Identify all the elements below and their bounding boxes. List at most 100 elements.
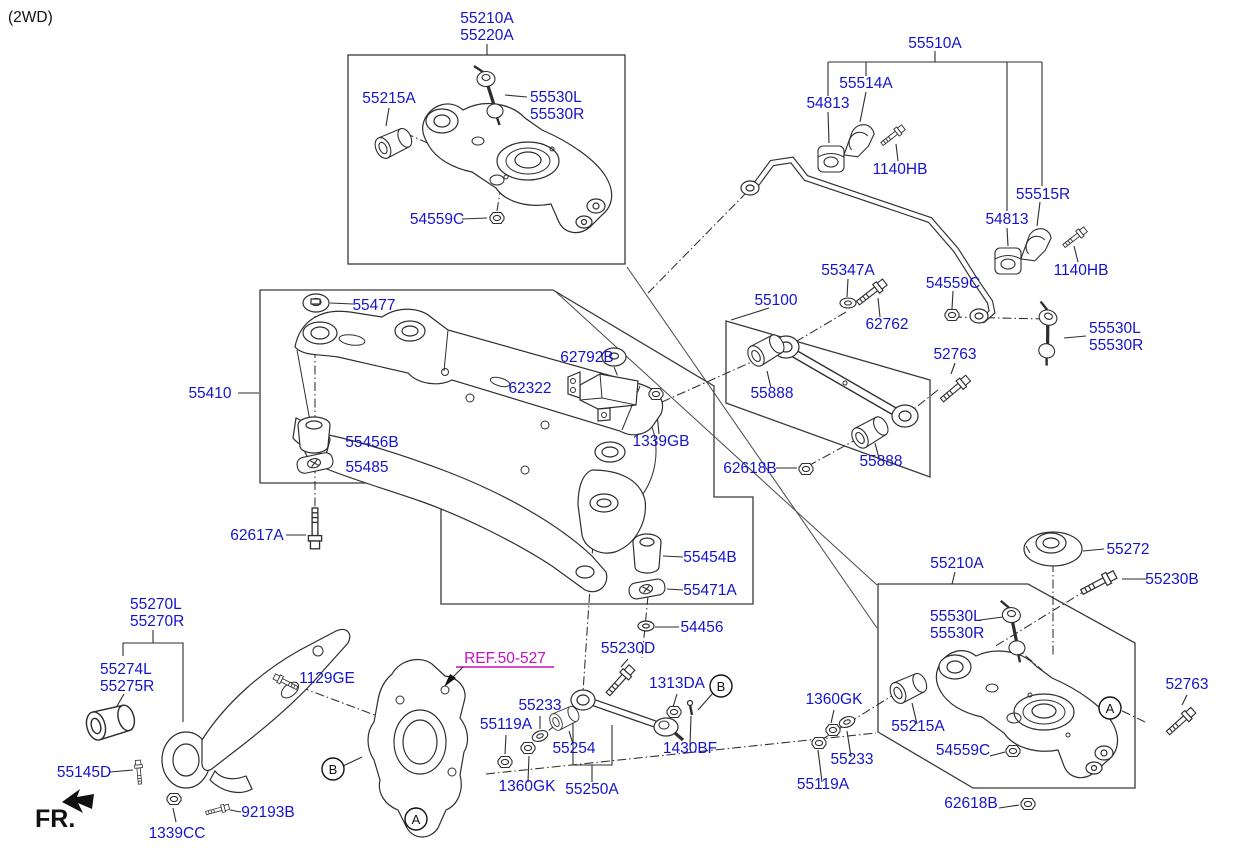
label-55510a[interactable]: 55510A (908, 35, 962, 52)
label-55119a-br[interactable]: 55119A (797, 776, 850, 793)
assist-arm-drawing (772, 335, 919, 428)
nut-62618b-mid (798, 462, 814, 476)
label-55456b[interactable]: 55456B (345, 434, 398, 451)
label-62322[interactable]: 62322 (508, 380, 551, 397)
label-62762[interactable]: 62762 (865, 316, 908, 333)
label-52763-br[interactable]: 52763 (1165, 676, 1208, 693)
assist-arm-detail-box (725, 320, 931, 478)
label-55233-center[interactable]: 55233 (518, 697, 561, 714)
label-54456[interactable]: 54456 (680, 619, 723, 636)
label-55210a-top[interactable]: 55210A (460, 10, 514, 27)
label-54559c-top[interactable]: 54559C (410, 211, 464, 228)
nut-54559c-br (1005, 744, 1021, 758)
ref-arrow-line (451, 666, 464, 679)
upper-arm-drawing (422, 103, 613, 234)
label-52763-mid[interactable]: 52763 (933, 346, 976, 363)
bushing-55215a-br (886, 669, 931, 707)
ref-callout[interactable]: REF.50-527 (444, 650, 554, 687)
label-62792b[interactable]: 62792B (560, 349, 613, 366)
label-54813-left[interactable]: 54813 (806, 95, 849, 112)
bushing-54813-right (994, 247, 1022, 275)
label-1360gk-center[interactable]: 1360GK (499, 778, 557, 795)
label-55215a-top[interactable]: 55215A (362, 90, 416, 107)
bolt-52763-br (1163, 705, 1198, 738)
label-55530r-br[interactable]: 55530R (930, 625, 984, 642)
label-55230b[interactable]: 55230B (1145, 571, 1198, 588)
ref-label[interactable]: REF.50-527 (464, 650, 546, 667)
label-62618b-mid[interactable]: 62618B (723, 460, 776, 477)
nut-55119a-br (811, 736, 827, 750)
label-62618b-br[interactable]: 62618B (944, 795, 997, 812)
label-55100[interactable]: 55100 (754, 292, 797, 309)
nut-1339cc (166, 792, 182, 806)
bushing-55215a-top (371, 124, 416, 162)
label-55530l-top[interactable]: 55530L (530, 89, 582, 106)
label-1140hb-right[interactable]: 1140HB (1054, 262, 1109, 279)
marker-a-knuckle (404, 807, 428, 831)
label-1360gk-br[interactable]: 1360GK (806, 691, 864, 708)
washer-55347a (839, 297, 857, 309)
label-55254[interactable]: 55254 (552, 740, 595, 757)
label-55220a[interactable]: 55220A (460, 27, 514, 44)
label-55888-lower[interactable]: 55888 (859, 453, 902, 470)
label-55233-br[interactable]: 55233 (830, 751, 873, 768)
label-55410[interactable]: 55410 (188, 385, 231, 402)
label-92193b[interactable]: 92193B (241, 804, 294, 821)
label-1140hb-left[interactable]: 1140HB (873, 161, 928, 178)
label-55514a[interactable]: 55514A (839, 75, 893, 92)
label-54559c-stab[interactable]: 54559C (926, 275, 980, 292)
bolt-62762 (854, 277, 889, 308)
marker-a-knuckle-letter: A (412, 812, 421, 827)
bolt-55145d (133, 759, 145, 785)
bolt-52763-mid (937, 373, 973, 405)
label-1313da[interactable]: 1313DA (649, 675, 706, 692)
leader-lines (109, 44, 1188, 823)
label-55530l-stab[interactable]: 55530L (1089, 320, 1141, 337)
label-55347a[interactable]: 55347A (821, 262, 875, 279)
marker-b-knuckle-letter: B (329, 762, 338, 777)
label-55477[interactable]: 55477 (352, 297, 395, 314)
label-55471a[interactable]: 55471A (683, 582, 737, 599)
label-1339cc[interactable]: 1339CC (149, 825, 206, 842)
lower-arm-detail-box (877, 583, 1136, 789)
nut-55119a-center (497, 755, 513, 769)
label-1129ge[interactable]: 1129GE (299, 670, 355, 687)
ref-arrow-head (444, 674, 456, 687)
label-55215a-br[interactable]: 55215A (891, 718, 945, 735)
label-55454b[interactable]: 55454B (683, 549, 736, 566)
label-1430bf[interactable]: 1430BF (663, 740, 717, 757)
label-55210a-br[interactable]: 55210A (930, 555, 984, 572)
label-54813-right[interactable]: 54813 (985, 211, 1028, 228)
nut-1360gk-br (825, 723, 841, 737)
label-55530r-top[interactable]: 55530R (530, 106, 584, 123)
label-55270l[interactable]: 55270L (130, 596, 182, 613)
nut-1339gb (648, 387, 664, 401)
label-55274l[interactable]: 55274L (100, 661, 152, 678)
spring-pad-55272 (1023, 531, 1083, 567)
label-55530r-stab[interactable]: 55530R (1089, 337, 1143, 354)
label-55888-upper[interactable]: 55888 (750, 385, 793, 402)
nut-54559c-stab (944, 308, 960, 322)
label-55230d[interactable]: 55230D (601, 640, 655, 657)
assist-link-drawing (570, 689, 685, 742)
bushing-55274l (82, 701, 139, 743)
bolt-55230b (1078, 568, 1119, 598)
label-55119a-center[interactable]: 55119A (480, 716, 533, 733)
label-55272[interactable]: 55272 (1106, 541, 1149, 558)
marker-a-arm (1098, 696, 1122, 720)
label-55270r[interactable]: 55270R (130, 613, 184, 630)
bolt-55230d (603, 663, 637, 699)
label-54559c-br[interactable]: 54559C (936, 742, 990, 759)
label-55515r[interactable]: 55515R (1016, 186, 1070, 203)
label-55485[interactable]: 55485 (345, 459, 388, 476)
label-55250a[interactable]: 55250A (565, 781, 619, 798)
front-direction: FR. (35, 789, 94, 833)
marker-a-arm-letter: A (1106, 701, 1115, 716)
label-62617a[interactable]: 62617A (230, 527, 284, 544)
label-55145d[interactable]: 55145D (57, 764, 111, 781)
stopper-55471a (627, 577, 667, 601)
label-55530l-br[interactable]: 55530L (930, 608, 982, 625)
label-55275r[interactable]: 55275R (100, 678, 154, 695)
label-1339gb[interactable]: 1339GB (633, 433, 690, 450)
